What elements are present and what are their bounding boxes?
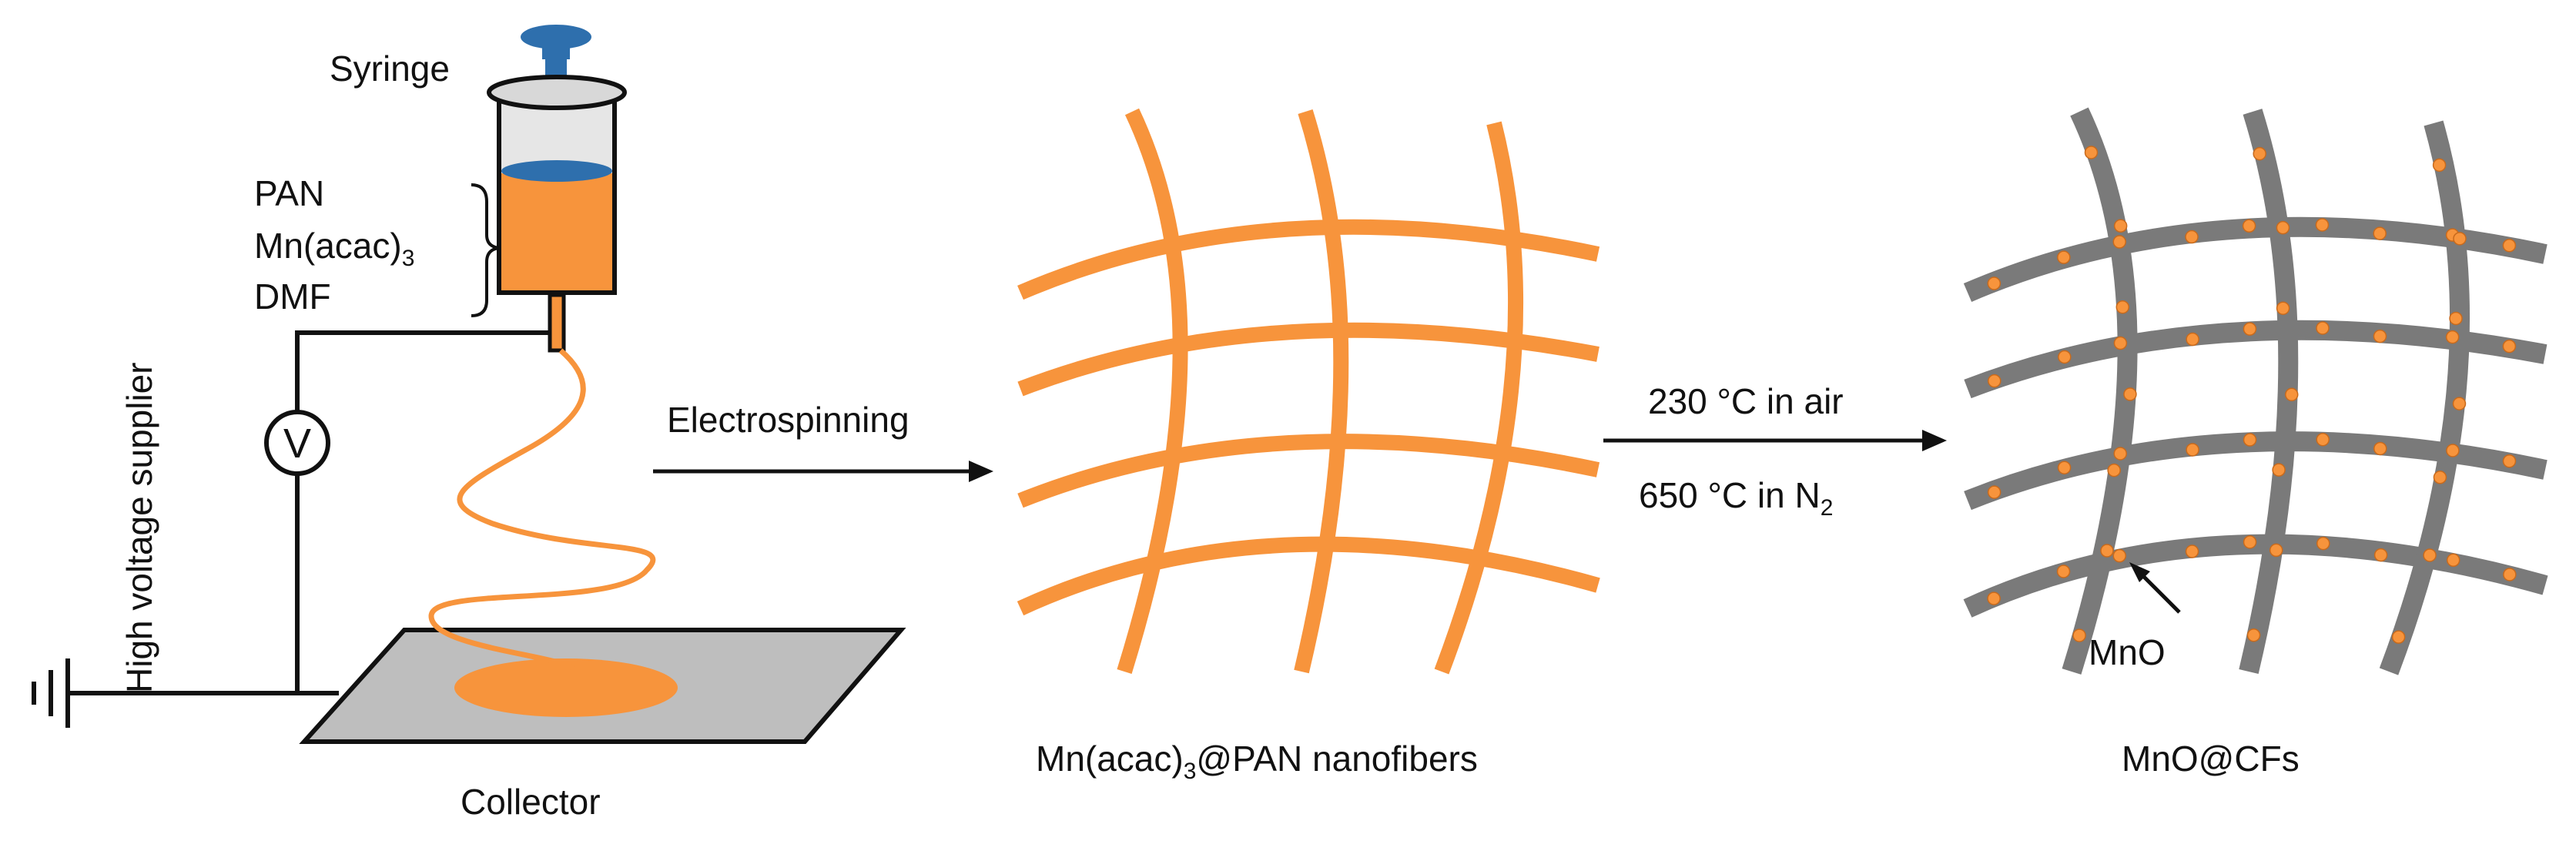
mno-particle <box>2316 536 2330 551</box>
mno-particle <box>2058 350 2072 364</box>
mno-particle <box>2502 238 2517 253</box>
mno-particle <box>2446 553 2460 568</box>
mno-particle <box>2272 463 2286 477</box>
mno-particle <box>2113 219 2128 233</box>
syringe-needle <box>548 293 566 353</box>
ground-icon <box>32 658 70 728</box>
mno-particle <box>2284 387 2299 402</box>
mno-particle <box>2057 250 2071 264</box>
plunger-cap <box>521 25 591 49</box>
mno-particle <box>2123 387 2137 401</box>
barrel-top-rim <box>487 75 627 110</box>
collector-label: Collector <box>461 782 601 822</box>
mno-cfs-label: MnO@CFs <box>2122 739 2300 779</box>
mno-particle <box>2112 548 2127 563</box>
mno-particle <box>2253 146 2266 161</box>
mno-particle <box>2185 544 2199 558</box>
mno-particle <box>2503 568 2517 581</box>
mno-particle <box>2315 218 2330 232</box>
voltmeter-symbol: V <box>283 420 311 467</box>
mno-particle <box>2373 226 2387 240</box>
mno-particle <box>2391 630 2406 644</box>
mno-particle <box>2084 146 2099 159</box>
mno-particle <box>2113 336 2128 350</box>
syringe <box>487 25 627 353</box>
mno-particle <box>2432 158 2447 173</box>
mno-particle <box>2373 441 2387 456</box>
mno-particle <box>2373 329 2387 343</box>
high-voltage-supplier-label: High voltage supplier <box>119 362 159 693</box>
electrospinning-jet <box>428 348 656 672</box>
cond2-main: 650 °C in N <box>1639 475 1821 515</box>
mno-particle <box>2316 432 2330 447</box>
mno-particle <box>2112 235 2127 249</box>
mno-pointer-arrow <box>2129 562 2181 614</box>
mnacac-pan-nanofibers-label: Mn(acac)3@PAN nanofibers <box>1036 741 1478 783</box>
mno-particle <box>2276 220 2290 235</box>
solution-brace <box>471 183 500 317</box>
condition-air-label: 230 °C in air <box>1648 381 1844 421</box>
mno-particle <box>1987 485 2002 499</box>
mno-particle <box>1987 276 2002 290</box>
mno-particle-label: MnO <box>2089 632 2166 672</box>
mnacac-sub: 3 <box>401 246 415 271</box>
mno-particle <box>2502 454 2517 468</box>
mno-particle <box>2276 301 2290 315</box>
mno-particle <box>2269 543 2283 558</box>
solution-liquid <box>501 173 612 290</box>
mno-particle <box>2433 471 2447 484</box>
voltmeter-icon <box>264 410 330 476</box>
mno-particle <box>2502 339 2517 353</box>
solution-line-pan: PAN <box>254 173 325 213</box>
nanofiber-mesh <box>1017 108 1600 675</box>
electrospinning-label: Electrospinning <box>667 400 909 440</box>
mno-particle <box>2316 321 2330 335</box>
syringe-label: Syringe <box>330 49 450 89</box>
mno-particle <box>2242 219 2256 233</box>
mno-particle <box>1988 374 2002 388</box>
mno-particle <box>2445 330 2460 344</box>
mno-particle <box>2243 535 2257 549</box>
circuit-wires <box>69 330 550 695</box>
condition-n2-label: 650 °C in N2 <box>1639 477 1833 520</box>
mno-particle <box>2056 565 2071 578</box>
product-sub: 3 <box>1183 759 1197 784</box>
mno-particle <box>2107 463 2121 477</box>
plunger-head <box>501 160 612 182</box>
mno-particle <box>2452 397 2467 410</box>
mno-particle <box>2453 232 2467 246</box>
arrow-electrospinning <box>653 461 993 482</box>
mnacac-main: Mn(acac) <box>254 226 402 266</box>
mno-particle <box>2446 444 2460 457</box>
solution-line-dmf: DMF <box>254 276 331 317</box>
mno-particle <box>1987 591 2001 605</box>
carbon-fiber-mesh <box>1963 107 2548 675</box>
mno-particle <box>2246 628 2261 642</box>
mno-particle <box>2449 311 2463 326</box>
mno-particle <box>2057 461 2072 474</box>
deposited-fibers <box>454 658 678 717</box>
mno-particle <box>2373 548 2388 562</box>
product-main: Mn(acac) <box>1036 739 1184 779</box>
mno-particles <box>1987 146 2517 644</box>
mno-particle <box>2072 628 2086 642</box>
mno-particle <box>2113 447 2127 461</box>
mno-particle <box>2185 230 2199 244</box>
cond2-sub: 2 <box>1820 495 1834 521</box>
plunger-neck <box>542 42 570 59</box>
arrow-carbonization <box>1603 430 1947 451</box>
mno-particle <box>2423 548 2437 562</box>
mno-particle <box>2115 300 2130 314</box>
mno-particle <box>2243 433 2257 447</box>
mno-particle <box>2243 322 2257 336</box>
solution-line-mnacac: Mn(acac)3 <box>254 228 414 270</box>
mno-particle <box>2100 544 2114 558</box>
mno-particle <box>2186 443 2199 457</box>
mno-particle <box>2186 332 2199 347</box>
product-rest: @PAN nanofibers <box>1196 739 1478 779</box>
